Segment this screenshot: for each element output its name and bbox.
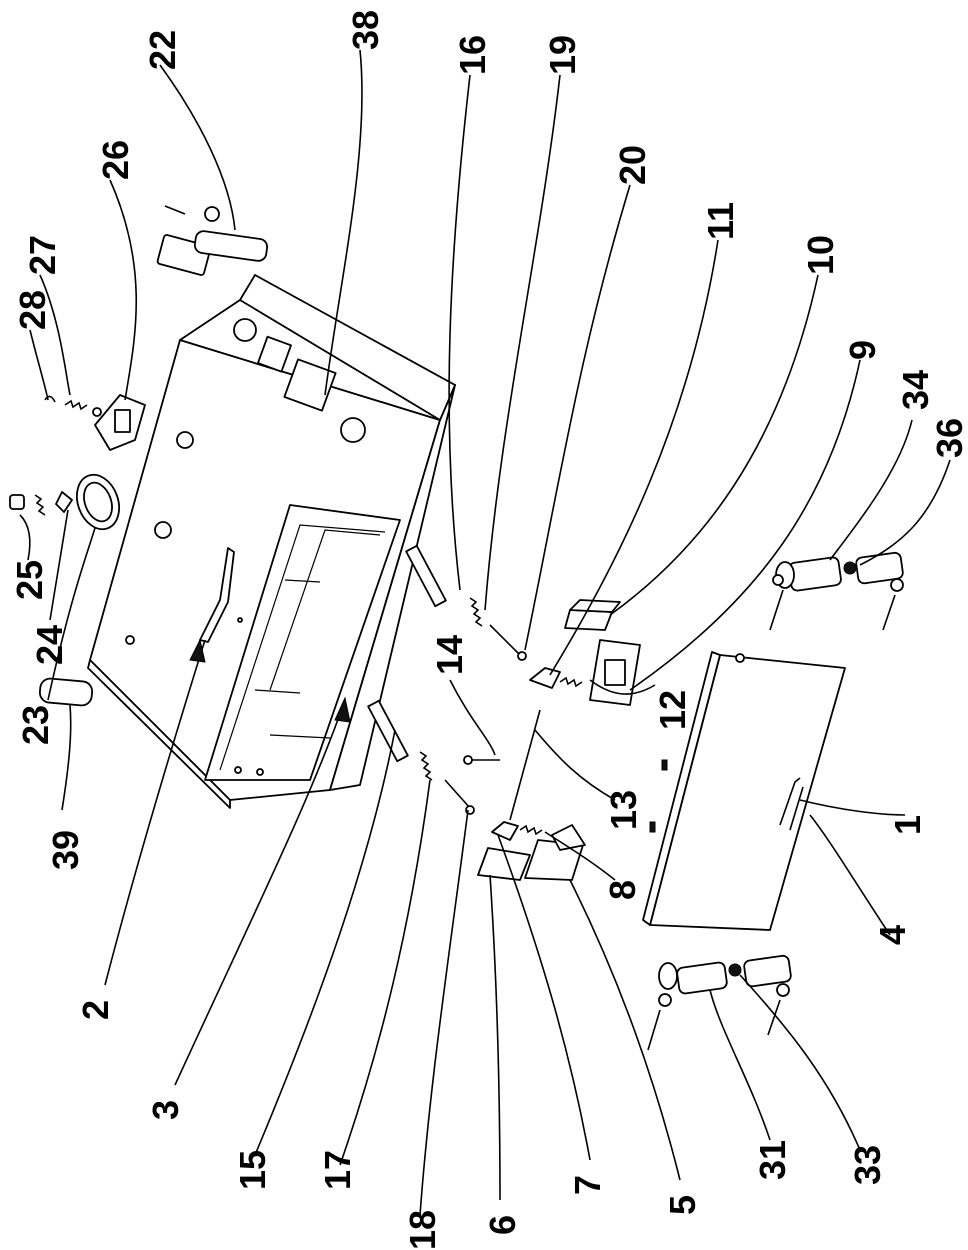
label-9: 9	[842, 340, 883, 360]
label-25: 25	[9, 560, 50, 600]
label-15: 15	[232, 1150, 273, 1190]
label-16: 16	[452, 35, 493, 75]
label-22: 22	[142, 30, 183, 70]
label-24: 24	[29, 625, 70, 665]
label-38: 38	[345, 10, 386, 50]
main-housing-block	[88, 275, 455, 808]
label-3: 3	[145, 1100, 186, 1120]
label-20: 20	[612, 145, 653, 185]
label-4: 4	[872, 925, 913, 945]
label-5: 5	[662, 1195, 703, 1215]
label-11: 11	[700, 202, 741, 240]
label-34: 34	[895, 370, 936, 410]
label-17: 17	[317, 1150, 358, 1190]
label-18: 18	[402, 1210, 443, 1250]
label-33: 33	[847, 1145, 888, 1185]
label-2: 2	[75, 1000, 116, 1020]
label-26: 26	[95, 140, 136, 180]
label-6: 6	[482, 1215, 523, 1235]
label-10: 10	[800, 235, 841, 275]
label-19: 19	[542, 35, 583, 75]
label-23: 23	[15, 705, 56, 745]
label-12: 12	[652, 690, 693, 730]
label-39: 39	[45, 830, 86, 870]
label-7: 7	[567, 1175, 608, 1195]
label-13: 13	[603, 790, 644, 830]
label-1: 1	[887, 815, 928, 835]
label-36: 36	[929, 418, 968, 458]
label-8: 8	[602, 880, 643, 900]
block-parts	[478, 600, 640, 880]
label-14: 14	[429, 635, 470, 675]
label-28: 28	[12, 290, 53, 330]
label-31: 31	[752, 1140, 793, 1180]
label-27: 27	[22, 235, 63, 275]
